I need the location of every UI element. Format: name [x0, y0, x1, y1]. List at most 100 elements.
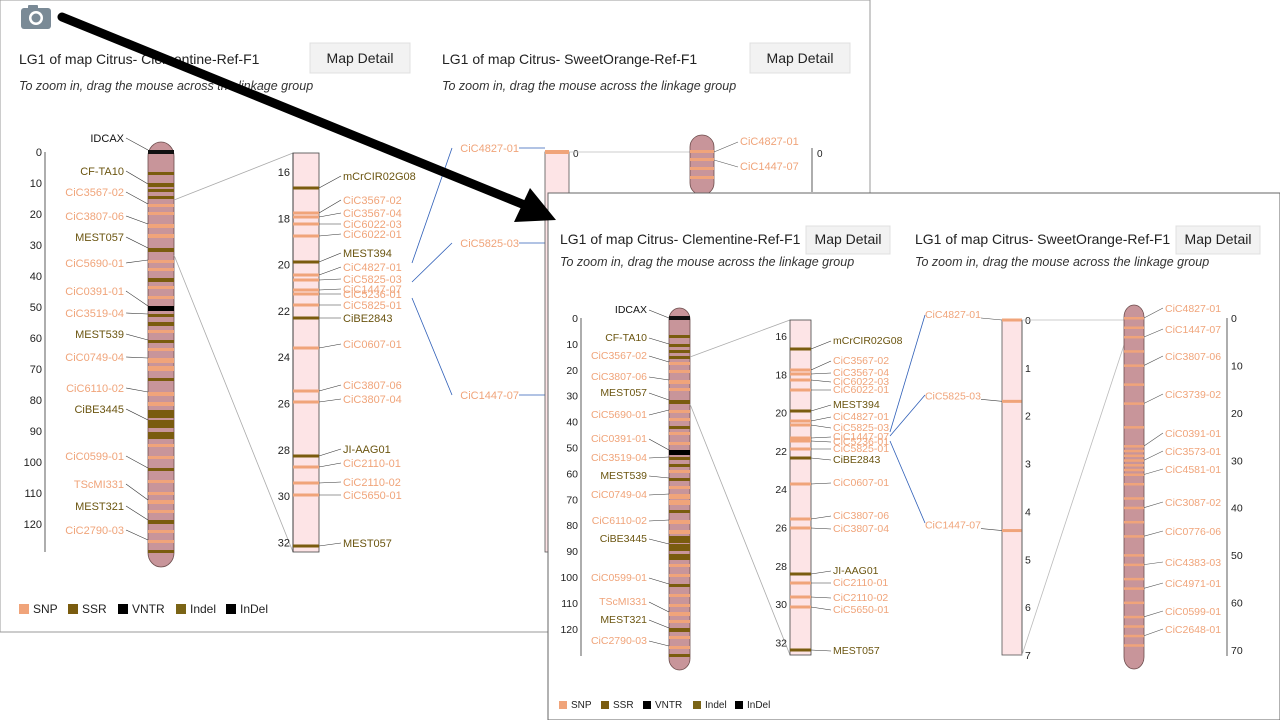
front-right-marker-label-cic3087-02[interactable]: CiC3087-02 — [1165, 497, 1221, 509]
front-zoom-marker-label-cic3567-02[interactable]: CiC3567-02 — [833, 355, 889, 367]
front-right-marker-label-cic4971-01[interactable]: CiC4971-01 — [1165, 578, 1221, 590]
front-marker-label-cic0749-04[interactable]: CiC0749-04 — [591, 489, 647, 501]
front-marker-label-cic2790-03[interactable]: CiC2790-03 — [591, 635, 647, 647]
front-zoom-region[interactable] — [789, 319, 812, 656]
front-marker-label-cic0599-01[interactable]: CiC0599-01 — [591, 572, 647, 584]
front-zoom-marker-label-cic2110-02[interactable]: CiC2110-02 — [833, 592, 888, 604]
front-right-marker-label-cic4581-01[interactable]: CiC4581-01 — [1165, 464, 1221, 476]
camera-icon[interactable] — [21, 5, 51, 29]
zoom-marker-label-cic4827-01[interactable]: CiC4827-01 — [343, 262, 402, 274]
back-zoom-label-cic1447-07[interactable]: CiC1447-07 — [460, 390, 519, 402]
front-right-marker-label-cic4383-03[interactable]: CiC4383-03 — [1165, 557, 1221, 569]
zoom-marker-label-cic3567-04[interactable]: CiC3567-04 — [343, 208, 402, 220]
front-right-linkage-map[interactable]: CiC4827-01CiC5825-03CiC1447-0701234567Ci… — [925, 303, 1243, 670]
zoom-marker-label-ji-aag01[interactable]: JI-AAG01 — [343, 444, 391, 456]
zoom-marker-label-cic3807-04[interactable]: CiC3807-04 — [343, 394, 402, 406]
front-zoom-marker-label-mest394[interactable]: MEST394 — [833, 399, 880, 411]
zoom-marker-label-cic3807-06[interactable]: CiC3807-06 — [343, 380, 402, 392]
marker-label-cic3519-04[interactable]: CiC3519-04 — [65, 308, 124, 320]
front-marker-label-cic3567-02[interactable]: CiC3567-02 — [591, 350, 647, 362]
marker-label-tscmi331[interactable]: TScMI331 — [74, 479, 124, 491]
back-zoom-label-cic4827-01[interactable]: CiC4827-01 — [460, 143, 519, 155]
zoom-marker-label-cic5825-03[interactable]: CiC5825-03 — [343, 274, 402, 286]
zoom-marker-label-mest394[interactable]: MEST394 — [343, 248, 392, 260]
zoom-region[interactable] — [292, 152, 320, 553]
front-left-linkage-map[interactable]: 0102030405060708090100110120IDCAXCF-TA10… — [560, 304, 926, 671]
front-right-marker-label-cic0776-06[interactable]: CiC0776-06 — [1165, 526, 1221, 538]
front-right-map-detail-button[interactable]: Map Detail — [1175, 225, 1261, 255]
front-marker-label-mest057[interactable]: MEST057 — [600, 387, 647, 399]
front-zoom-marker-label-mcrcir02g08[interactable]: mCrCIR02G08 — [833, 335, 903, 347]
front-zoom-marker-label-mest057[interactable]: MEST057 — [833, 645, 880, 657]
front-zoom-marker-label-cic5650-01[interactable]: CiC5650-01 — [833, 604, 889, 616]
front-right-zoom-label-cic4827-01[interactable]: CiC4827-01 — [925, 309, 981, 321]
front-right-zoom-label-cic5825-03[interactable]: CiC5825-03 — [925, 390, 981, 402]
marker-label-cibe3445[interactable]: CiBE3445 — [74, 404, 124, 416]
marker-label-cic0599-01[interactable]: CiC0599-01 — [65, 451, 124, 463]
back-right-marker-label[interactable]: CiC4827-01 — [740, 136, 799, 148]
front-marker-label-mest321[interactable]: MEST321 — [600, 614, 647, 626]
zoom-marker-label-cic1447-07[interactable]: CiC1447-07 — [343, 284, 402, 296]
zoom-marker-label-cic3567-02[interactable]: CiC3567-02 — [343, 195, 402, 207]
marker-label-mest539[interactable]: MEST539 — [75, 329, 124, 341]
front-zoom-marker-label-cic0607-01[interactable]: CiC0607-01 — [833, 477, 889, 489]
marker-label-cic6110-02[interactable]: CiC6110-02 — [66, 383, 124, 395]
front-zoom-marker-label-cic6022-01[interactable]: CiC6022-01 — [833, 384, 889, 396]
front-right-marker-label-cic3573-01[interactable]: CiC3573-01 — [1165, 446, 1221, 458]
marker-label-cf-ta10[interactable]: CF-TA10 — [80, 166, 124, 178]
back-left-linkage-map[interactable]: 0102030405060708090100110120IDCAXCF-TA10… — [24, 133, 453, 568]
zoom-marker-label-mest057[interactable]: MEST057 — [343, 538, 392, 550]
marker-label-idcax[interactable]: IDCAX — [90, 133, 124, 145]
back-right-marker-label[interactable]: CiC1447-07 — [740, 161, 799, 173]
front-marker-label-cic5690-01[interactable]: CiC5690-01 — [591, 409, 647, 421]
zoom-marker-label-cic0607-01[interactable]: CiC0607-01 — [343, 339, 402, 351]
front-right-zoom-region[interactable] — [1001, 319, 1023, 656]
back-right-map-detail-button[interactable]: Map Detail — [749, 42, 851, 74]
front-zoom-marker-label-cic5825-03[interactable]: CiC5825-03 — [833, 422, 889, 434]
back-left-map-detail-button[interactable]: Map Detail — [309, 42, 411, 74]
front-right-marker-label-cic2648-01[interactable]: CiC2648-01 — [1165, 624, 1221, 636]
front-right-chromosome[interactable] — [1123, 304, 1145, 670]
front-zoom-marker-label-cic5236-01[interactable]: CiC5236-01 — [833, 436, 889, 448]
front-marker-label-cic0391-01[interactable]: CiC0391-01 — [591, 433, 647, 445]
front-zoom-marker-label-cic4827-01[interactable]: CiC4827-01 — [833, 411, 889, 423]
front-zoom-marker-label-cibe2843[interactable]: CiBE2843 — [833, 454, 880, 466]
front-right-marker-label-cic0391-01[interactable]: CiC0391-01 — [1165, 428, 1221, 440]
front-zoom-marker-label-cic3567-04[interactable]: CiC3567-04 — [833, 367, 889, 379]
front-marker-label-tscmi331[interactable]: TScMI331 — [599, 596, 647, 608]
front-marker-label-cic3519-04[interactable]: CiC3519-04 — [591, 452, 647, 464]
zoom-marker-label-cic6022-03[interactable]: CiC6022-03 — [343, 219, 402, 231]
marker-label-mest321[interactable]: MEST321 — [75, 501, 124, 513]
zoom-marker-label-cic5236-01[interactable]: CiC5236-01 — [343, 289, 402, 301]
front-zoom-marker-label-cic3807-06[interactable]: CiC3807-06 — [833, 510, 889, 522]
zoom-marker-label-mcrcir02g08[interactable]: mCrCIR02G08 — [343, 171, 416, 183]
front-zoom-marker-label-cic1447-07[interactable]: CiC1447-07 — [833, 431, 889, 443]
front-zoom-marker-label-cic2110-01[interactable]: CiC2110-01 — [833, 577, 888, 589]
zoom-marker-label-cic2110-02[interactable]: CiC2110-02 — [343, 477, 401, 489]
front-right-marker-label-cic3807-06[interactable]: CiC3807-06 — [1165, 351, 1221, 363]
back-right-chromosome[interactable] — [689, 134, 715, 196]
marker-label-cic0749-04[interactable]: CiC0749-04 — [65, 352, 124, 364]
marker-label-mest057[interactable]: MEST057 — [75, 232, 124, 244]
front-right-marker-label-cic0599-01[interactable]: CiC0599-01 — [1165, 606, 1221, 618]
front-marker-label-cic6110-02[interactable]: CiC6110-02 — [592, 515, 647, 527]
marker-label-cic5690-01[interactable]: CiC5690-01 — [65, 258, 124, 270]
front-zoom-marker-label-cic5825-01[interactable]: CiC5825-01 — [833, 443, 889, 455]
front-right-marker-label-cic4827-01[interactable]: CiC4827-01 — [1165, 303, 1221, 315]
zoom-marker-label-cic5650-01[interactable]: CiC5650-01 — [343, 490, 402, 502]
marker-label-cic3807-06[interactable]: CiC3807-06 — [65, 211, 124, 223]
back-zoom-label-cic5825-03[interactable]: CiC5825-03 — [460, 238, 519, 250]
front-marker-label-cic3807-06[interactable]: CiC3807-06 — [591, 371, 647, 383]
front-zoom-marker-label-cic3807-04[interactable]: CiC3807-04 — [833, 523, 889, 535]
front-right-zoom-label-cic1447-07[interactable]: CiC1447-07 — [925, 520, 981, 532]
front-marker-label-mest539[interactable]: MEST539 — [600, 470, 647, 482]
front-zoom-marker-label-cic6022-03[interactable]: CiC6022-03 — [833, 376, 889, 388]
front-marker-label-idcax[interactable]: IDCAX — [615, 304, 647, 316]
zoom-marker-label-cic5825-01[interactable]: CiC5825-01 — [343, 300, 402, 312]
zoom-marker-label-cic2110-01[interactable]: CiC2110-01 — [343, 458, 401, 470]
zoom-marker-label-cic6022-01[interactable]: CiC6022-01 — [343, 229, 402, 241]
front-right-marker-label-cic1447-07[interactable]: CiC1447-07 — [1165, 324, 1221, 336]
front-left-map-detail-button[interactable]: Map Detail — [805, 225, 891, 255]
front-zoom-marker-label-ji-aag01[interactable]: JI-AAG01 — [833, 565, 879, 577]
marker-label-cic0391-01[interactable]: CiC0391-01 — [65, 286, 124, 298]
